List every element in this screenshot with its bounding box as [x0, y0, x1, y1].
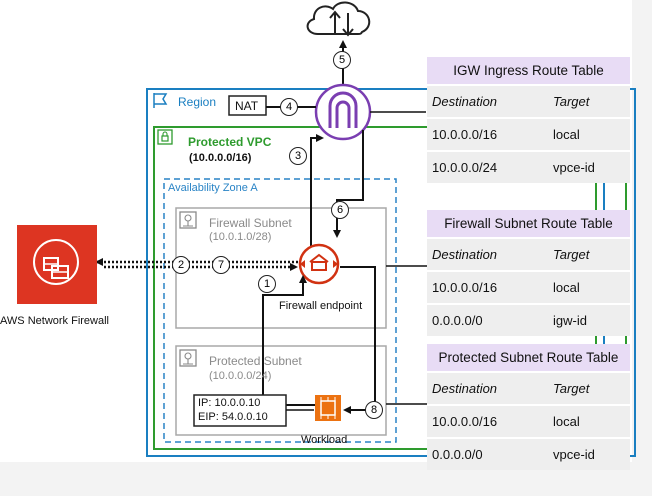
firewall-subnet-label: Firewall Subnet [209, 216, 292, 230]
region-box [146, 88, 636, 457]
route-table-row: 0.0.0.0/0 igw-id [427, 303, 630, 336]
cell-destination: 10.0.0.0/16 [432, 414, 498, 429]
route-table-row: 10.0.0.0/16 local [427, 117, 630, 150]
protected-subnet-cidr: (10.0.0.0/24) [209, 370, 272, 382]
step-badge-2: 2 [172, 256, 190, 274]
vpc-label: Protected VPC [188, 135, 272, 149]
cell-target: igw-id [553, 313, 587, 328]
route-table-title: Protected Subnet Route Table [427, 344, 630, 371]
step-badge-3: 3 [289, 147, 307, 165]
firewall-endpoint-icon [298, 243, 340, 285]
step-badge-8: 8 [365, 401, 383, 419]
cell-target: local [553, 280, 580, 295]
route-table-row: 10.0.0.0/16 local [427, 270, 630, 303]
header-target: Target [553, 381, 590, 396]
cloud-icon [306, 1, 371, 37]
vpc-cidr: (10.0.0.0/16) [189, 152, 252, 164]
ip-label: IP: 10.0.0.10 [198, 397, 261, 409]
route-table-title: Firewall Subnet Route Table [427, 210, 630, 237]
eip-label: EIP: 54.0.0.10 [198, 411, 268, 423]
network-firewall-label: AWS Network Firewall [0, 315, 109, 327]
route-table-header: Destination Target [427, 84, 630, 117]
step-badge-7: 7 [212, 256, 230, 274]
route-table-row: 10.0.0.0/16 local [427, 404, 630, 437]
path-workload-to-firewall [262, 275, 319, 406]
side-panel [632, 0, 652, 496]
cell-destination: 10.0.0.0/16 [432, 127, 498, 142]
path-igw-to-firewall [333, 130, 364, 238]
region-label: Region [178, 95, 217, 109]
route-table-row: 0.0.0.0/0 vpce-id [427, 437, 630, 470]
nat-box [228, 95, 267, 116]
workload-chip-icon [315, 395, 341, 421]
step-badge-5: 5 [333, 51, 351, 69]
step-badge-4: 4 [280, 98, 298, 116]
cell-destination: 10.0.0.0/24 [432, 160, 498, 175]
network-firewall-icon [17, 225, 97, 304]
cell-target: local [553, 127, 580, 142]
cell-destination: 10.0.0.0/16 [432, 280, 498, 295]
route-table-igw: IGW Ingress Route Table Destination Targ… [427, 57, 630, 183]
header-target: Target [553, 94, 590, 109]
route-table-header: Destination Target [427, 237, 630, 270]
firewall-endpoint-label: Firewall endpoint [279, 300, 363, 312]
protected-subnet-label: Protected Subnet [209, 354, 302, 368]
header-destination: Destination [432, 94, 498, 109]
cell-target: vpce-id [553, 160, 595, 175]
header-destination: Destination [432, 247, 498, 262]
cell-target: vpce-id [553, 447, 595, 462]
cell-destination: 0.0.0.0/0 [432, 313, 483, 328]
header-destination: Destination [432, 381, 498, 396]
subnet-icon [179, 211, 197, 229]
cell-target: local [553, 414, 580, 429]
nat-label: NAT [235, 99, 259, 113]
firewall-subnet-cidr: (10.0.1.0/28) [209, 231, 272, 243]
route-table-title: IGW Ingress Route Table [427, 57, 630, 84]
route-table-firewall-subnet: Firewall Subnet Route Table Destination … [427, 210, 630, 336]
route-table-header: Destination Target [427, 371, 630, 404]
ip-info-box [193, 394, 287, 427]
route-table-protected-subnet: Protected Subnet Route Table Destination… [427, 344, 630, 470]
path-firewall-to-workload [340, 266, 376, 414]
region-flag-icon [153, 93, 168, 108]
header-target: Target [553, 247, 590, 262]
subnet-icon [179, 349, 197, 367]
vpc-lock-icon [157, 129, 173, 145]
workload-label: Workload [301, 434, 348, 446]
az-label: Availability Zone A [168, 182, 258, 194]
cell-destination: 0.0.0.0/0 [432, 447, 483, 462]
route-table-row: 10.0.0.0/24 vpce-id [427, 150, 630, 183]
internet-gateway-icon [314, 83, 372, 141]
path-firewall-to-igw [310, 134, 324, 246]
step-badge-1: 1 [258, 275, 276, 293]
protected-subnet-box [175, 345, 387, 436]
az-box [163, 178, 397, 443]
step-badge-6: 6 [331, 201, 349, 219]
